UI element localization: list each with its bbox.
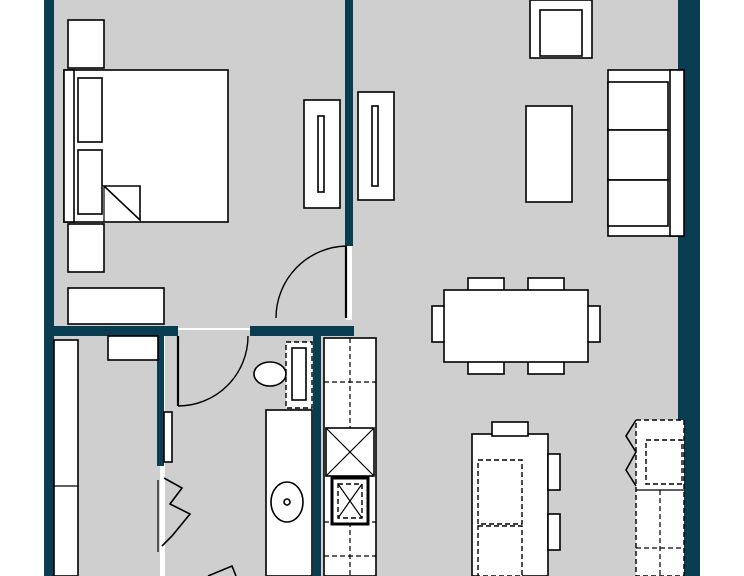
fridge-upper [645, 439, 683, 485]
kitchen-sink-cross [337, 483, 363, 519]
sofa-cushion-2 [607, 129, 669, 181]
closet-shelf [107, 335, 159, 361]
pillow-top [77, 77, 103, 143]
fridge [625, 419, 685, 576]
sofa-cushion-3 [607, 179, 669, 227]
closet-wall [157, 336, 164, 466]
bedroom-wall-bottom-left [44, 326, 178, 336]
sofa-back [669, 69, 685, 237]
exterior-wall-left [44, 0, 54, 576]
bedroom-wall-bottom-right [250, 326, 354, 336]
nightstand-top [67, 19, 105, 69]
pillow-bottom [77, 149, 103, 215]
counter-stool [547, 453, 561, 491]
bathroom [253, 341, 313, 576]
dresser [67, 287, 165, 325]
kitchen [323, 337, 561, 576]
bathroom-door [176, 335, 249, 407]
linen-shelf [53, 339, 79, 576]
nightstand-bottom [67, 223, 105, 273]
closet [53, 335, 192, 576]
sink-drain [283, 498, 291, 506]
toilet [253, 361, 287, 387]
headboard [63, 69, 75, 223]
armchair-seat [539, 9, 583, 57]
entry-door-leaf [207, 564, 237, 576]
entry-door [207, 564, 237, 576]
bathroom-door-swing [177, 335, 249, 407]
island-cabinet [477, 459, 523, 525]
dining-set [431, 277, 601, 375]
dining-table [443, 289, 589, 363]
fridge-door-swing [625, 419, 637, 487]
bedroom-door [275, 245, 348, 319]
island-top-ledge [491, 421, 529, 437]
cooktop-cross [325, 427, 375, 477]
bathtub-faucet [291, 347, 307, 401]
wardrobe-left-rod [317, 115, 325, 193]
bedroom-wall-right [345, 0, 353, 246]
bedroom [63, 19, 341, 325]
closet-door-stop [163, 411, 173, 463]
sofa-cushion-1 [607, 81, 669, 131]
wardrobe-right-rod [371, 105, 379, 187]
living-room [357, 0, 685, 237]
bathroom-wall-right [313, 336, 321, 576]
closet-bifold-door [161, 477, 192, 547]
island-cabinet [477, 525, 523, 576]
counter-stool [547, 513, 561, 551]
coffee-table [525, 105, 573, 203]
bedroom-door-swing [275, 245, 347, 319]
folded-sheet [101, 185, 141, 222]
